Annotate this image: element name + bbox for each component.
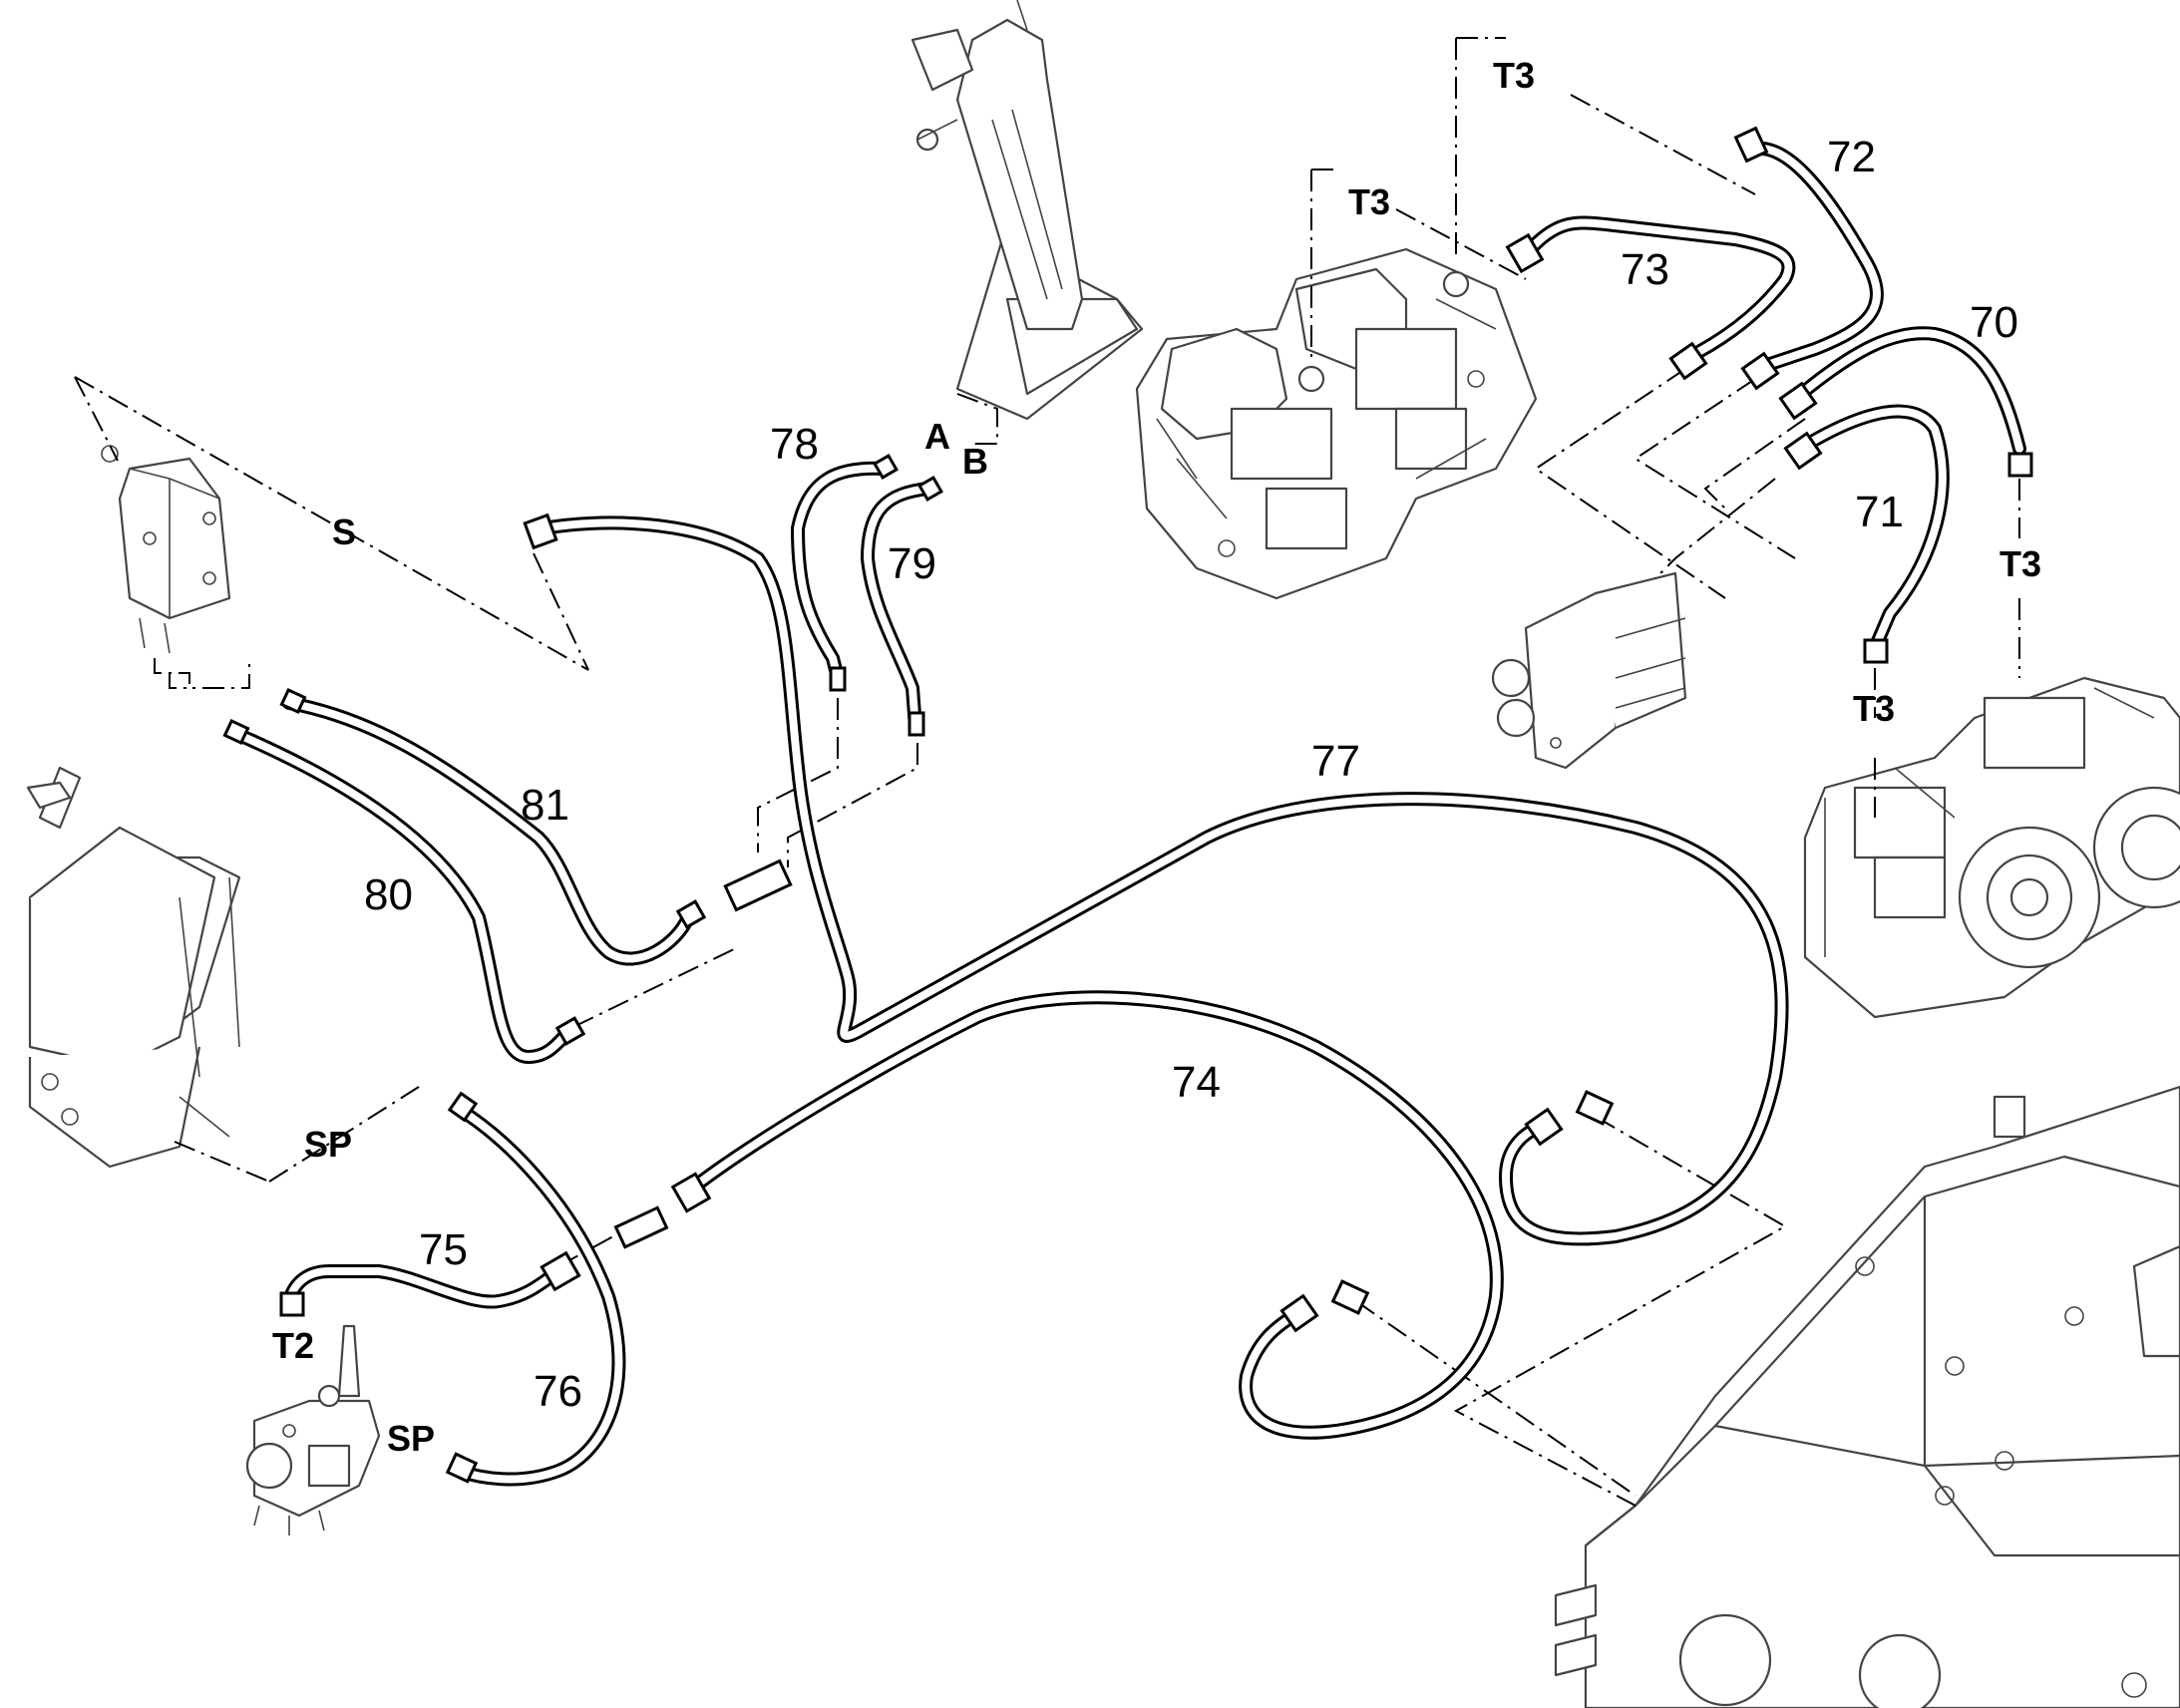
- label-74: 74: [1172, 1058, 1221, 1107]
- label-75: 75: [419, 1225, 468, 1274]
- gearbox-housing-icon: [1554, 1085, 2180, 1708]
- double-hydraulic-pump-icon: [1135, 247, 1538, 600]
- label-81: 81: [521, 781, 569, 830]
- hoses: [227, 141, 2026, 1487]
- label-72: 72: [1827, 133, 1876, 181]
- leader-lines: [74, 37, 2020, 1507]
- label-70: 70: [1970, 298, 2018, 347]
- port-label-t3-right: T3: [1999, 543, 2041, 584]
- joystick-lever-icon: [910, 0, 1144, 421]
- control-valve-icon: [245, 1324, 381, 1536]
- valve-manifold-icon: [1491, 571, 1687, 770]
- label-76: 76: [534, 1367, 582, 1416]
- port-label-t2: T2: [272, 1325, 314, 1366]
- port-label-t3-top: T3: [1493, 55, 1535, 96]
- label-73: 73: [1621, 245, 1669, 294]
- port-label-sp-left: SP: [304, 1124, 352, 1165]
- label-79: 79: [888, 539, 936, 588]
- hose-fittings: [222, 126, 2033, 1484]
- label-77: 77: [1311, 737, 1360, 786]
- oil-cooler-icon: [26, 766, 241, 1169]
- label-80: 80: [364, 870, 413, 919]
- double-hydraulic-pump-icon: [1803, 676, 2180, 1019]
- port-label-t3-mid: T3: [1348, 181, 1390, 222]
- port-labels: T3 T3 T3 T3 T2 S SP SP A B: [272, 55, 2041, 1459]
- port-label-b: B: [962, 441, 988, 482]
- hose-number-labels: 70 71 72 73 74 75 76 77 78 79 80 81: [364, 133, 2018, 1416]
- filter-block-icon: [101, 445, 231, 654]
- port-label-a: A: [924, 416, 950, 457]
- port-label-t3-lower: T3: [1853, 688, 1895, 729]
- label-71: 71: [1855, 488, 1904, 536]
- label-78: 78: [770, 420, 819, 469]
- port-label-sp-valve: SP: [387, 1418, 435, 1459]
- port-label-s: S: [332, 512, 356, 552]
